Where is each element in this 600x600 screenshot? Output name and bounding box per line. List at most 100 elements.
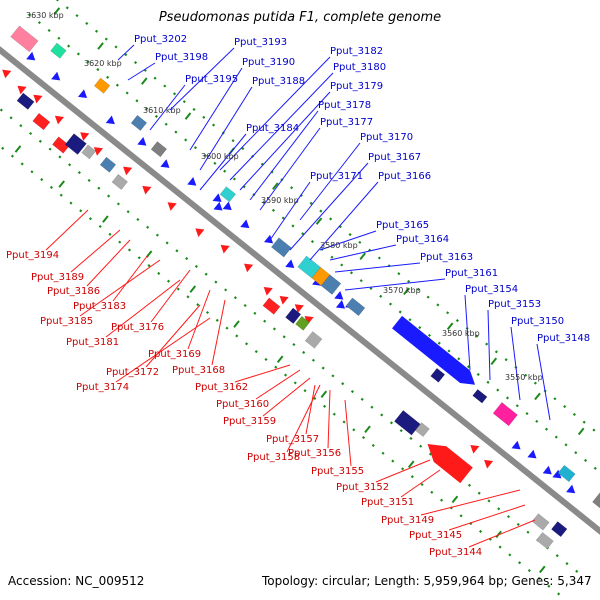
forward-gene-arrow: [105, 115, 115, 125]
forward-gene-label: Pput_3182: [330, 46, 383, 57]
tick-mark: [348, 233, 352, 237]
reverse-gene-label: Pput_3168: [172, 365, 225, 376]
tick-mark: [564, 443, 568, 447]
tick-mark: [65, 6, 69, 10]
feature-red: [32, 112, 51, 131]
reverse-gene-arrow: [279, 295, 289, 305]
reverse-gene-arrow: [244, 263, 254, 273]
reverse-gene-arrow: [33, 94, 43, 104]
tick-mark: [244, 342, 249, 346]
feature-gray: [150, 141, 168, 158]
tick-mark: [371, 443, 375, 447]
tick-mark: [391, 459, 395, 463]
forward-gene-arrow: [212, 193, 222, 203]
feature-magenta: [492, 402, 518, 427]
tick-mark: [436, 303, 440, 307]
tick-mark: [47, 28, 51, 32]
tick-mark: [408, 318, 412, 322]
tick-mark: [340, 263, 344, 267]
tick-mark: [557, 592, 561, 596]
tick-mark: [303, 389, 307, 393]
forward-gene-arrow: [334, 290, 344, 300]
forward-gene-label: Pput_3198: [155, 52, 208, 63]
feature-gray: [535, 532, 554, 550]
tick-mark: [68, 163, 72, 167]
reverse-gene-label: Pput_3181: [66, 337, 119, 348]
map-title: Pseudomonas putida F1, complete genome: [158, 10, 442, 25]
leader-line: [199, 86, 253, 171]
leader-line: [239, 91, 331, 191]
leader-line: [169, 47, 235, 111]
forward-gene-label: Pput_3195: [185, 74, 238, 85]
reverse-gene-label: Pput_3162: [195, 382, 248, 393]
tick-mark: [192, 107, 196, 112]
feature-steelblue: [320, 274, 342, 295]
forward-gene-label: Pput_3177: [320, 117, 373, 128]
tick-mark: [125, 91, 129, 95]
tick-mark: [544, 427, 549, 431]
reverse-gene-label: Pput_3155: [311, 466, 364, 477]
tick-mark: [262, 200, 266, 204]
tick-mark: [475, 334, 479, 338]
feature-teal: [50, 42, 67, 59]
major-tick: [58, 180, 65, 188]
tick-mark: [555, 554, 559, 558]
major-tick: [189, 285, 197, 293]
reverse-gene-label: Pput_3156: [288, 448, 341, 459]
leader-line: [234, 364, 291, 383]
tick-mark: [379, 294, 383, 298]
tick-mark: [202, 115, 206, 119]
leader-line: [199, 133, 247, 191]
tick-mark: [496, 388, 500, 392]
ruler-label: 3610 kbp: [143, 106, 181, 115]
feature-red: [262, 297, 281, 315]
tick-mark: [350, 389, 354, 394]
reverse-gene-label: Pput_3151: [361, 497, 414, 508]
tick-mark: [426, 295, 430, 299]
reverse-gene-label: Pput_3169: [148, 349, 201, 360]
leader-line: [420, 489, 521, 516]
leader-line: [150, 269, 191, 323]
leader-line: [70, 229, 121, 273]
ruler-label: 3560 kbp: [442, 329, 480, 338]
tick-mark: [430, 490, 434, 494]
tick-mark: [163, 84, 167, 88]
tick-mark: [359, 279, 363, 283]
tick-mark: [592, 428, 596, 432]
tick-mark: [213, 161, 217, 165]
forward-gene-arrow: [222, 201, 232, 211]
feature-navy: [285, 307, 302, 324]
leader-line: [299, 142, 361, 221]
tick-mark: [184, 138, 188, 142]
tick-mark: [69, 201, 73, 205]
major-tick: [140, 77, 148, 85]
leader-line: [344, 399, 352, 467]
forward-gene-arrow: [335, 300, 346, 309]
tick-mark: [0, 108, 3, 112]
tick-mark: [398, 310, 402, 314]
tick-mark: [182, 100, 186, 104]
forward-gene-label: Pput_3161: [445, 268, 498, 279]
reverse-gene-label: Pput_3194: [6, 250, 59, 261]
tick-mark: [498, 545, 502, 549]
tick-mark: [283, 373, 288, 377]
reverse-gene-label: Pput_3145: [409, 530, 462, 541]
tick-mark: [282, 335, 286, 339]
reverse-gene-arrow: [167, 202, 177, 211]
tick-mark: [235, 334, 239, 338]
tick-mark: [506, 515, 511, 519]
tick-mark: [418, 326, 422, 330]
tick-mark: [196, 303, 200, 307]
leader-line: [400, 469, 441, 498]
leader-line: [487, 309, 491, 381]
tick-mark: [135, 99, 139, 103]
tick-mark: [146, 225, 150, 229]
forward-gene-label: Pput_3167: [368, 152, 421, 163]
tick-mark: [224, 288, 228, 292]
tick-mark: [360, 397, 364, 401]
reverse-gene-arrow: [93, 147, 104, 156]
feature-gray: [304, 331, 323, 349]
reverse-gene-label: Pput_3144: [429, 547, 482, 558]
tick-mark: [399, 429, 403, 433]
